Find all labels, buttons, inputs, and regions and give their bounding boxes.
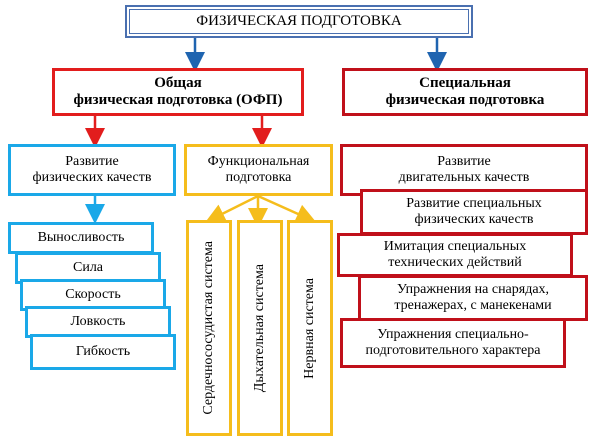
spec-item-line-1: Развитие (437, 153, 491, 169)
spec-item-line-2: двигательных качеств (398, 170, 530, 185)
system-box-2: Дыхательная система (237, 220, 283, 436)
spec-item-line-1: Упражнения специально- (377, 326, 529, 342)
spec-item-line-1: Упражнения на снарядах, (396, 281, 550, 297)
spec-item-line-2: технических действий (388, 255, 522, 270)
ofp-line-2: физическая подготовка (ОФП) (73, 92, 283, 108)
quality-label: Сила (72, 259, 104, 275)
spec-item-line-2: подготовительного характера (365, 343, 541, 358)
spec-item-box-3: Имитация специальных технических действи… (337, 233, 573, 277)
arrow-functional-to-system-3 (257, 194, 317, 224)
system-label: Дыхательная система (252, 263, 267, 393)
functional-box: Функциональная подготовка (184, 144, 333, 196)
spec-box: Специальная физическая подготовка (342, 68, 588, 116)
quality-label: Гибкость (75, 343, 131, 359)
functional-line-1: Функциональная (207, 153, 310, 169)
spec-line-2: физическая подготовка (385, 92, 545, 108)
quality-box-5: Гибкость (30, 334, 176, 370)
spec-item-line-2: физических качеств (414, 212, 534, 227)
system-label: Сердечнососудистая система (201, 241, 216, 415)
development-line-2: физических качеств (32, 170, 152, 185)
spec-item-line-1: Развитие специальных (406, 195, 542, 211)
spec-item-box-4: Упражнения на снарядах, тренажерах, с ма… (358, 275, 588, 321)
system-box-1: Сердечнососудистая система (186, 220, 232, 436)
arrow-functional-to-system-1 (205, 194, 259, 223)
spec-item-line-1: Имитация специальных (383, 238, 527, 254)
root-label: ФИЗИЧЕСКАЯ ПОДГОТОВКА (196, 12, 402, 29)
spec-line-1: Специальная (419, 74, 511, 91)
spec-item-box-2: Развитие специальных физических качеств (360, 189, 588, 235)
development-box: Развитие физических качеств (8, 144, 176, 196)
spec-item-box-5: Упражнения специально- подготовительного… (340, 318, 566, 368)
system-label: Нервная система (302, 277, 317, 379)
quality-box-4: Ловкость (25, 306, 171, 338)
system-box-3: Нервная система (287, 220, 333, 436)
development-line-1: Развитие (65, 153, 119, 169)
quality-label: Выносливость (37, 229, 125, 245)
spec-item-line-2: тренажерах, с манекенами (394, 298, 552, 313)
root-box: ФИЗИЧЕСКАЯ ПОДГОТОВКА (125, 5, 473, 38)
ofp-line-1: Общая (154, 74, 202, 91)
quality-box-1: Выносливость (8, 222, 154, 254)
quality-label: Скорость (65, 286, 121, 302)
functional-line-2: подготовка (225, 170, 292, 185)
spec-item-box-1: Развитие двигательных качеств (340, 144, 588, 196)
quality-label: Ловкость (70, 313, 126, 329)
ofp-box: Общая физическая подготовка (ОФП) (52, 68, 304, 116)
